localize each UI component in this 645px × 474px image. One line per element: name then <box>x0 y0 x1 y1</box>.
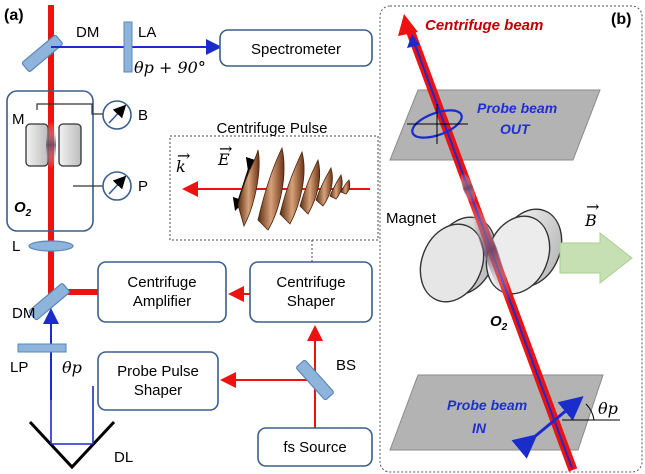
magnet-right <box>58 123 82 167</box>
probe-out-line1: Probe beam <box>477 100 557 116</box>
probe-out-line2: OUT <box>500 121 531 137</box>
b-label-b: B <box>584 211 597 230</box>
o2-label-b: O2 <box>490 313 508 333</box>
magnet-label: Magnet <box>386 210 437 227</box>
lens <box>28 240 74 252</box>
theta-arc <box>585 403 595 421</box>
centrifuge-amplifier-line2: Amplifier <box>133 293 191 310</box>
probe-pulse-shaper-box <box>97 351 219 411</box>
e-label: E <box>217 150 230 169</box>
red-beam-horizontal <box>48 289 106 295</box>
analyzer-optic <box>123 21 133 73</box>
centrifuge-shaper-line1: Centrifuge <box>276 274 345 291</box>
theta-p-label-b: θp <box>598 399 618 418</box>
k-label: k <box>176 157 186 176</box>
magnet-left <box>25 123 49 167</box>
dl-label: DL <box>114 449 133 466</box>
e-vector-arrow <box>232 156 259 212</box>
centrifuge-amplifier-line1: Centrifuge <box>127 274 196 291</box>
la-label: LA <box>138 24 156 41</box>
gauge-b-needle <box>108 104 127 124</box>
theta-p-90-label: θp + 90° <box>134 58 206 77</box>
centrifuge-shaper-box <box>249 261 373 323</box>
magnet-pair <box>419 208 563 303</box>
probe-pulse-shaper-line1: Probe Pulse <box>117 363 199 380</box>
bs-label: BS <box>336 357 356 374</box>
spectrometer-label: Spectrometer <box>251 41 341 58</box>
panel-a-label: (a) <box>4 7 24 24</box>
centrifuge-amplifier-box <box>97 261 227 323</box>
p-label: P <box>138 178 148 195</box>
b-arrow-accent: → <box>586 197 599 216</box>
fs-source-label: fs Source <box>283 439 346 456</box>
centrifuge-pulse-inset <box>169 135 379 241</box>
probe-pulse-shaper-line2: Shaper <box>134 382 182 399</box>
panel-b-label: (b) <box>611 11 631 28</box>
spectrometer-box <box>219 29 373 67</box>
k-arrow-accent: → <box>177 146 190 165</box>
centrifuge-pulse-spiral <box>237 146 351 231</box>
theta-p-label-a: θp <box>62 358 82 377</box>
b-label: B <box>138 107 148 124</box>
centrifuge-beam-arrowhead <box>398 14 418 36</box>
lp-label: LP <box>10 359 28 376</box>
polarizer <box>17 343 67 353</box>
molecule-cloud-b-upper <box>460 172 476 204</box>
gauge-p-needle <box>108 175 127 195</box>
o2-label-a: O2 <box>14 199 32 219</box>
centrifuge-pulse-title: Centrifuge Pulse <box>217 120 328 137</box>
probe-in-line1: Probe beam <box>447 397 527 413</box>
centrifuge-shaper-line2: Shaper <box>287 293 335 310</box>
delay-line <box>28 420 116 470</box>
l-label: L <box>12 238 20 255</box>
dichroic-mirror-top <box>21 34 63 72</box>
dm-top-label: DM <box>76 24 99 41</box>
probe-in-line2: IN <box>472 420 487 436</box>
gauge-b-wire <box>36 103 103 115</box>
probe-in-polarization <box>511 396 584 459</box>
e-arrow-accent: → <box>219 139 232 158</box>
molecule-cloud <box>46 121 56 169</box>
panel-b-frame <box>379 5 643 473</box>
probe-out-polarization <box>411 109 463 139</box>
b-field-arrow <box>559 231 633 285</box>
probe-beam-arrowhead <box>407 34 420 48</box>
m-label: M <box>12 111 25 128</box>
molecule-cloud-b <box>470 198 510 302</box>
dichroic-mirror-bottom <box>28 283 70 321</box>
o2-cell <box>6 90 94 232</box>
centrifuge-beam-label: Centrifuge beam <box>425 17 543 34</box>
dm-bottom-label: DM <box>12 305 35 322</box>
beam-splitter <box>296 359 334 401</box>
